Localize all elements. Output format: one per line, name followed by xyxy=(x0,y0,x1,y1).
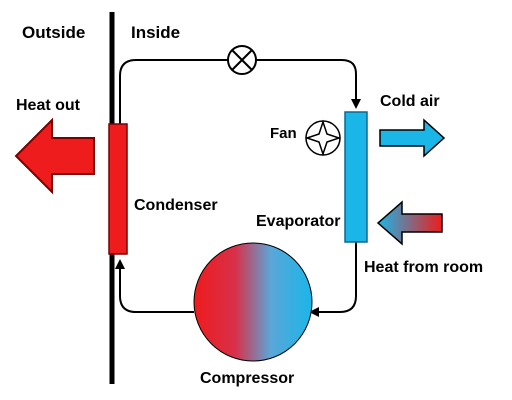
fan-icon xyxy=(304,119,342,157)
fan-label: Fan xyxy=(270,125,297,142)
pipe-valve-to-evaporator xyxy=(256,59,361,109)
pipe-evaporator-to-compressor xyxy=(309,242,357,317)
expansion-valve-icon xyxy=(227,45,257,75)
inside-label: Inside xyxy=(131,23,180,42)
compressor-label: Compressor xyxy=(200,370,294,387)
pipe-condenser-to-valve xyxy=(119,59,228,124)
outside-label: Outside xyxy=(22,23,85,42)
heat-out-label: Heat out xyxy=(16,97,81,114)
condenser-label: Condenser xyxy=(134,197,218,214)
heat-from-room-arrow-icon xyxy=(376,200,443,246)
heat-out-arrow-icon xyxy=(14,117,95,195)
compressor-icon xyxy=(193,242,313,362)
evaporator-label: Evaporator xyxy=(256,213,340,230)
pipe-compressor-to-condenser xyxy=(115,259,194,313)
cold-air-label: Cold air xyxy=(380,93,440,110)
evaporator-coil xyxy=(344,111,368,243)
heat-from-room-label: Heat from room xyxy=(364,259,483,276)
condenser-coil xyxy=(108,123,128,255)
cold-air-arrow-icon xyxy=(379,118,446,158)
